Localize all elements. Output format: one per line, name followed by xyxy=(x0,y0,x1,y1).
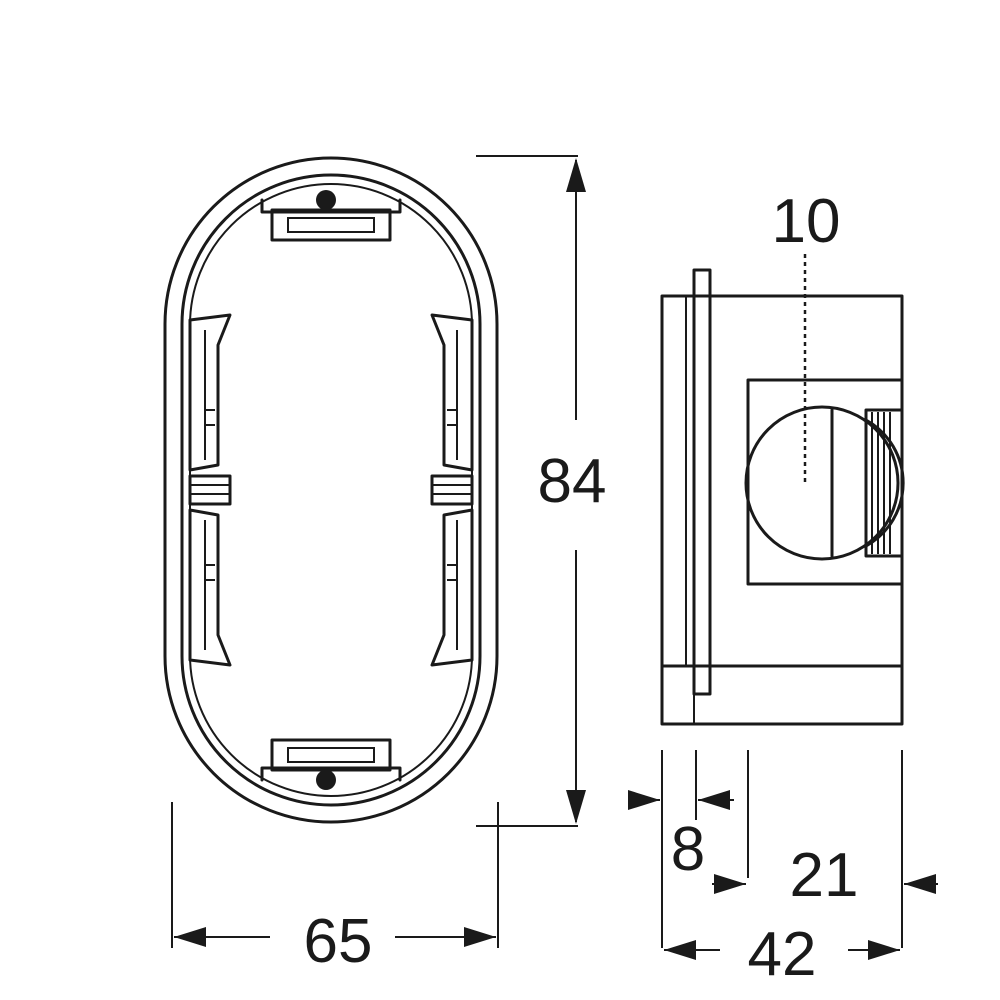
dimension-label-65: 65 xyxy=(304,907,373,976)
front-view xyxy=(163,156,499,824)
dimension-width: 65 xyxy=(171,802,499,976)
dimension-label-10: 10 xyxy=(772,187,841,256)
dimension-label-21: 21 xyxy=(790,841,859,910)
inner-bevel xyxy=(189,183,473,797)
left-bracket xyxy=(188,313,232,667)
dimension-label-42: 42 xyxy=(748,920,817,989)
knob xyxy=(744,405,900,561)
flange-plate xyxy=(692,268,712,696)
right-bracket xyxy=(430,313,474,667)
top-clip xyxy=(260,190,402,242)
screw-hole-bottom xyxy=(316,770,336,790)
dimension-depth: 8 21 42 xyxy=(628,750,938,989)
dimension-height: 84 xyxy=(476,155,607,827)
bottom-clip xyxy=(260,738,402,790)
screw-hole-top xyxy=(316,190,336,210)
inner-frame xyxy=(180,173,482,807)
side-view: 10 xyxy=(660,187,905,726)
outer-frame xyxy=(163,156,499,824)
dimension-label-8: 8 xyxy=(671,815,705,884)
dimension-label-84: 84 xyxy=(538,447,607,516)
